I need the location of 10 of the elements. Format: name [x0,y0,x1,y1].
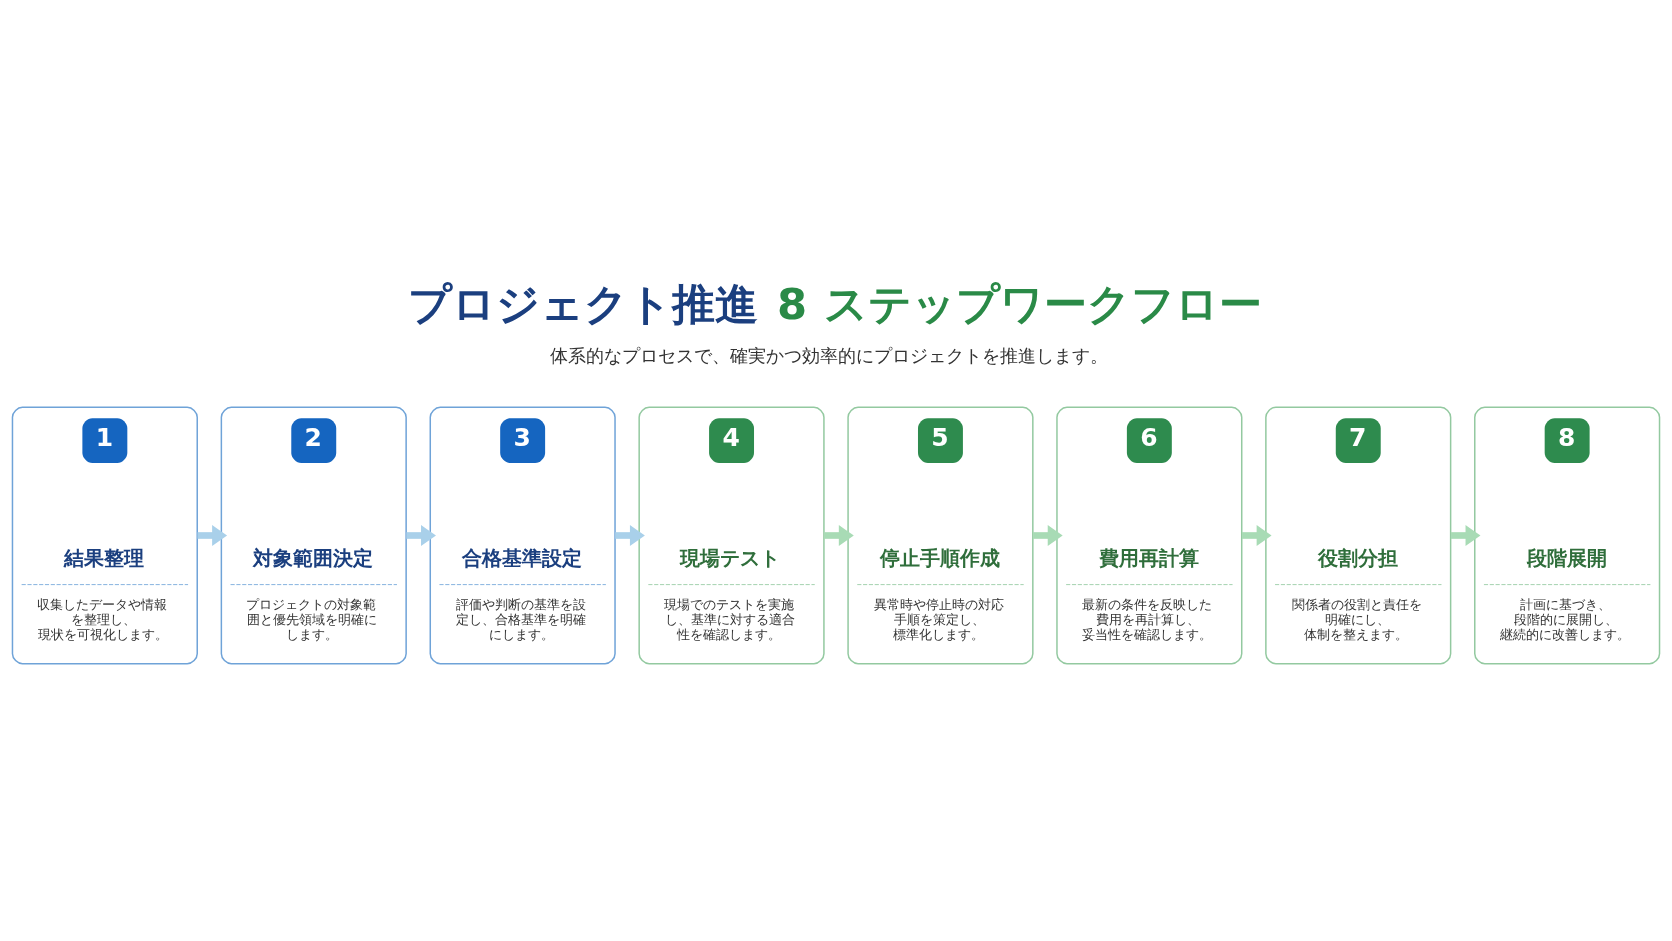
diagram-title: プロジェクト推進 8 ステップワークフロー [408,278,1262,329]
node-box: 5 停止手順作成 異常時や停止時の対応手順を策定し、標準化します。 [847,406,1034,664]
node-box: 2 対象範囲決定 プロジェクトの対象範囲と優先領域を明確にします。 [220,406,407,664]
node-box: 6 費用再計算 最新の条件を反映した費用を再計算し、妥当性を確認します。 [1056,406,1243,664]
node-box: 1 結果整理 収集したデータや情報を整理し、現状を可視化します。 [11,406,198,664]
caption: 体系的なプロセスで、確実かつ効率的にプロジェクトを推進します。 [549,344,1108,366]
node-box: 8 段階展開 計画に基づき、段階的に展開し、継続的に改善します。 [1474,406,1661,664]
node-box: 4 現場テスト 現場でのテストを実施し、基準に対する適合性を確認します。 [638,406,825,664]
node-box: 7 役割分担 関係者の役割と責任を明確にし、体制を整えます。 [1265,406,1452,664]
node-box: 3 合格基準設定 評価や判断の基準を設定し、合格基準を明確にします。 [429,406,616,664]
